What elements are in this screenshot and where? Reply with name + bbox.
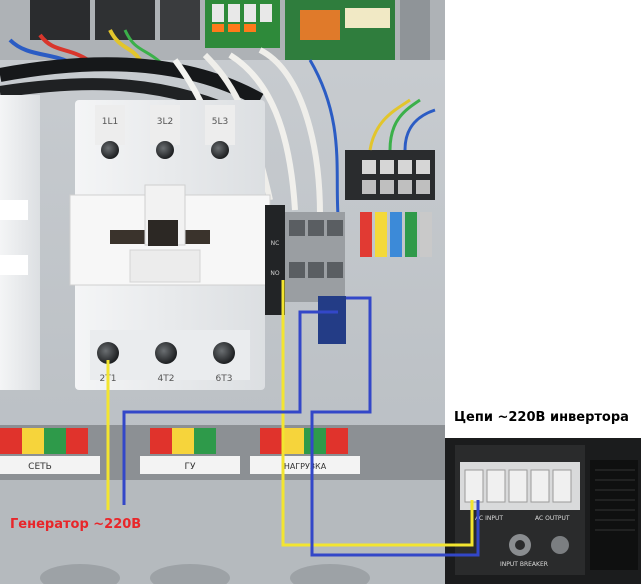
right-white-area — [445, 0, 641, 440]
svg-text:ГУ: ГУ — [185, 462, 196, 472]
svg-text:INPUT BREAKER: INPUT BREAKER — [500, 561, 548, 568]
svg-text:AC INPUT: AC INPUT — [475, 515, 503, 522]
inverter-wire-blue-1 — [122, 310, 338, 505]
inverter-wire-blue-2 — [310, 296, 480, 557]
svg-text:NO: NO — [270, 270, 279, 277]
svg-text:3L2: 3L2 — [157, 117, 173, 127]
svg-text:5L3: 5L3 — [212, 117, 228, 127]
svg-text:1L1: 1L1 — [102, 117, 118, 127]
left-contactor — [0, 95, 40, 390]
svg-text:NC: NC — [271, 240, 280, 247]
aux-contact-block — [265, 205, 285, 315]
colored-tags — [360, 212, 372, 257]
inverter-circuit-title: Цепи ~220В инвертора — [454, 410, 629, 425]
svg-text:4T2: 4T2 — [158, 374, 175, 384]
inverter-inset: AC INPUT AC OUTPUT INPUT BREAKER — [445, 438, 641, 584]
svg-text:СЕТЬ: СЕТЬ — [28, 462, 52, 472]
svg-text:НАГРУЗКА: НАГРУЗКА — [284, 462, 327, 471]
generator-label: Генератор ~220В — [10, 517, 142, 532]
svg-text:6T3: 6T3 — [216, 374, 233, 384]
svg-text:AC OUTPUT: AC OUTPUT — [535, 515, 570, 522]
